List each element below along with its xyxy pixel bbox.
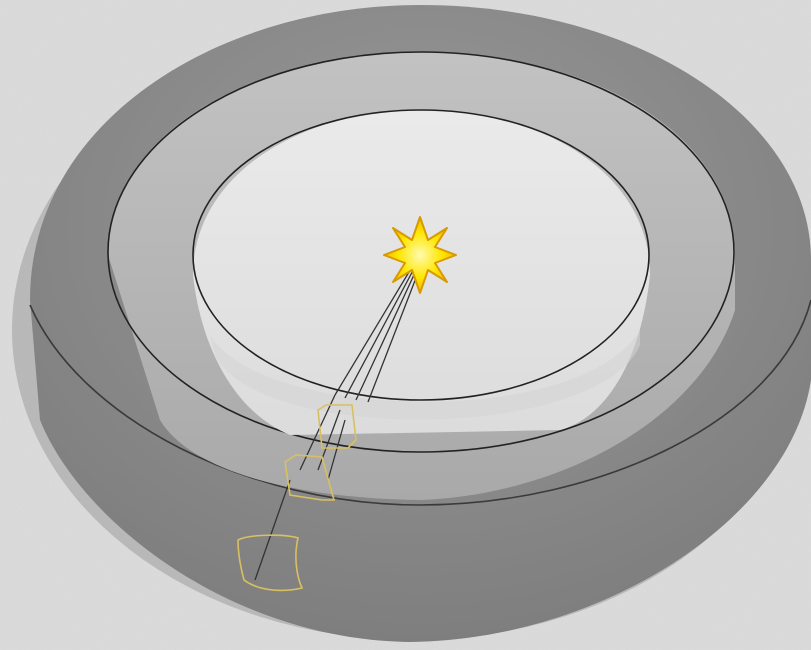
eight-point-star-icon bbox=[384, 217, 456, 293]
